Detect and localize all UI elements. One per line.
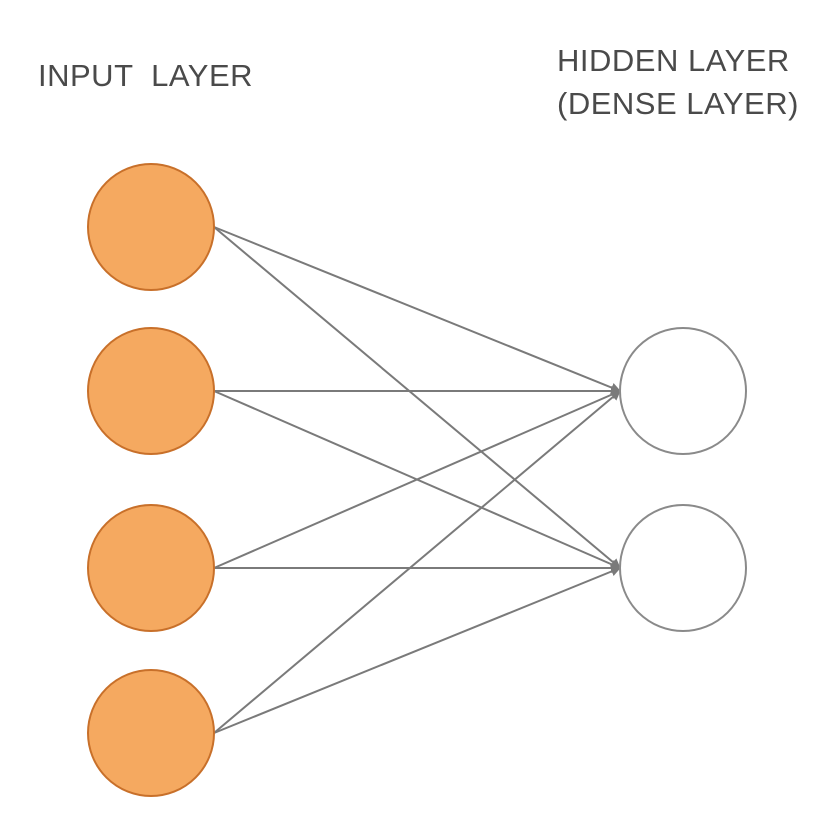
hidden-layer-nodes bbox=[619, 327, 747, 632]
hidden-node-1 bbox=[619, 327, 747, 455]
hidden-node-2 bbox=[619, 504, 747, 632]
connection-edge-4-2 bbox=[213, 566, 621, 734]
connection-edge-4-1 bbox=[213, 390, 621, 734]
hidden-layer-title-line2: (DENSE LAYER) bbox=[557, 86, 799, 121]
input-layer-nodes bbox=[87, 163, 215, 797]
hidden-layer-title-line1: HIDDEN LAYER bbox=[557, 43, 790, 78]
connection-edge-1-2 bbox=[213, 226, 621, 569]
input-node-2 bbox=[87, 327, 215, 455]
input-node-1 bbox=[87, 163, 215, 291]
connection-edge-1-1 bbox=[213, 226, 621, 393]
input-node-4 bbox=[87, 669, 215, 797]
input-node-3 bbox=[87, 504, 215, 632]
connections-group bbox=[213, 226, 621, 734]
input-layer-title: INPUT LAYER bbox=[38, 58, 253, 93]
connection-edge-3-1 bbox=[213, 390, 621, 569]
